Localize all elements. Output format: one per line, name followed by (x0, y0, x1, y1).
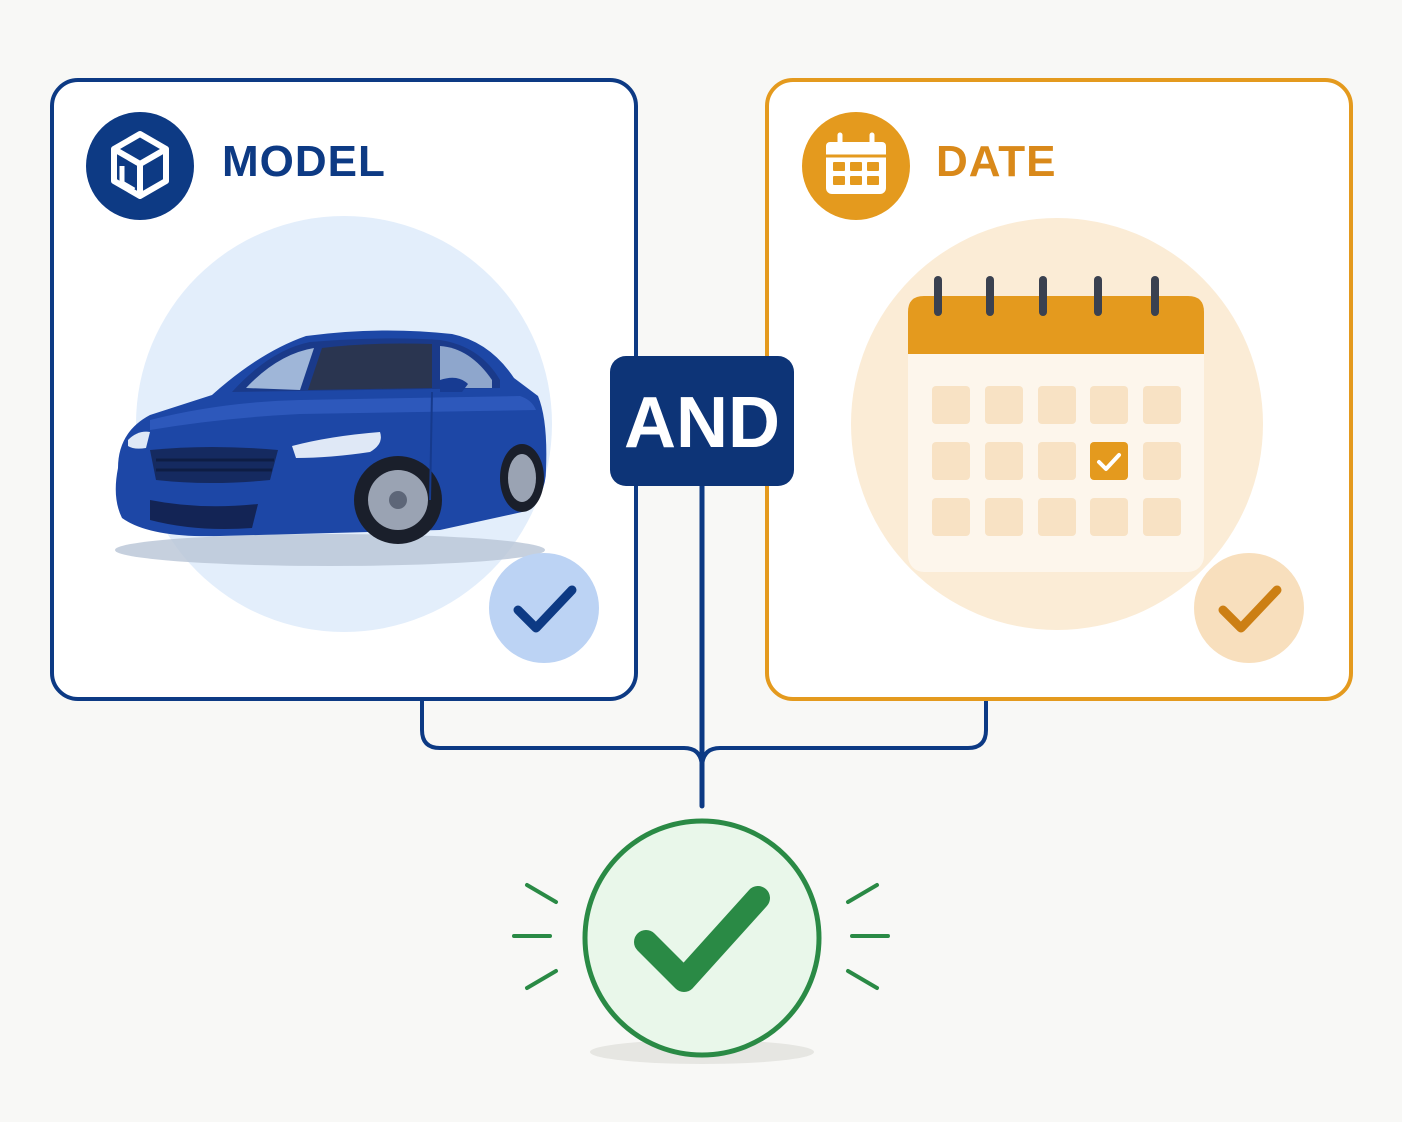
date-panel: DATE (765, 78, 1353, 701)
calendar-icon (802, 112, 910, 220)
checkmark-icon (513, 585, 577, 633)
model-panel: MODEL (50, 78, 638, 701)
model-panel-title: MODEL (222, 137, 386, 186)
model-check-badge (489, 553, 599, 663)
calendar-selected-day (1090, 442, 1128, 480)
result-circle (582, 818, 822, 1058)
checkmark-icon (634, 886, 770, 992)
panels-bracket-connector (420, 699, 988, 769)
sedan-car-image (115, 330, 547, 566)
date-status-check (1194, 553, 1304, 663)
model-status-check (489, 553, 599, 663)
and-operator-box: AND (610, 356, 794, 486)
checkmark-icon (1218, 585, 1282, 633)
date-check-badge (1194, 553, 1304, 663)
date-panel-title: DATE (936, 137, 1057, 186)
calendar-image (908, 276, 1204, 572)
and-operator-label: AND (624, 383, 780, 463)
success-burst-lines (512, 883, 890, 990)
cube-icon (86, 112, 194, 220)
result-indicator (512, 818, 890, 1064)
rear-wheel (500, 444, 544, 512)
calendar-day-cells (932, 386, 1181, 536)
front-wheel (354, 456, 442, 544)
